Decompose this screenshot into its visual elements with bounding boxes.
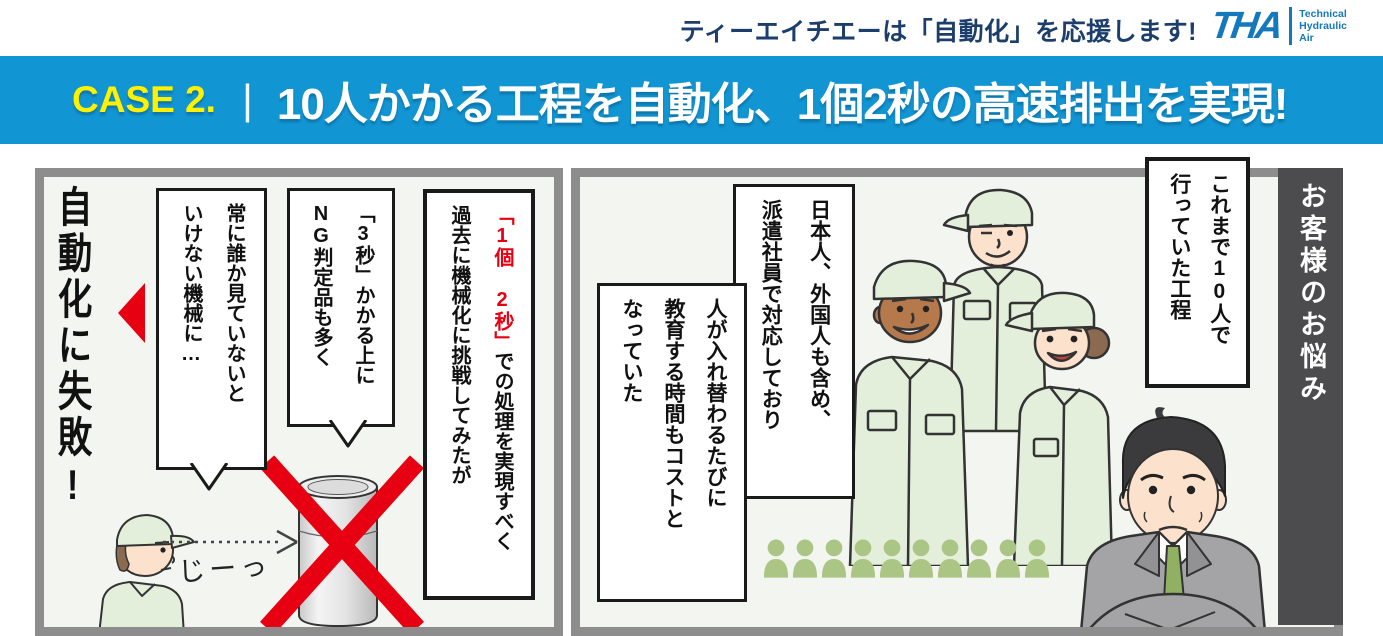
- bubble-tail: [328, 420, 368, 448]
- bubble-line: これまで10人で: [1207, 173, 1231, 345]
- people-count-icons: [763, 537, 1050, 581]
- person-icon: [879, 539, 905, 578]
- banner-separator: |: [241, 76, 253, 123]
- speech-bubble-past-attempt: 「1個 2秒」での処理を実現すべく 過去に機械化に挑戦してみたが: [423, 189, 535, 600]
- fail-pointer-icon: [118, 283, 145, 343]
- bubble-line: 教育する時間もコストと: [662, 298, 685, 529]
- logo-tagline-line: Technical: [1299, 7, 1347, 20]
- person-icon: [1024, 539, 1050, 578]
- person-icon: [995, 539, 1021, 578]
- bubble-line: NG判定品も多く: [310, 203, 332, 367]
- comic-panel-failure: じーっ 自動化に失敗!: [35, 168, 563, 636]
- person-icon: [850, 539, 876, 578]
- bubble-line: 「3秒」かかる上に: [352, 203, 374, 385]
- comic-panel-worry: 日本人、外国人も含め、 派遣社員で対応しており 人が入れ替わるたびに 教育する時…: [571, 157, 1343, 636]
- sidebar-customer-worry: お客様のお悩み: [1278, 168, 1343, 625]
- bubble-line: 派遣社員で対応しており: [759, 199, 783, 430]
- bubble-line: 「1個 2秒」での処理を実現すべく: [480, 205, 523, 584]
- person-icon: [763, 539, 789, 578]
- bubble-line: いけない機械に…: [180, 203, 202, 365]
- logo-divider: [1289, 7, 1293, 45]
- bubble-line: 日本人、外国人も含め、: [807, 199, 831, 430]
- workers-illustration: [848, 188, 1114, 566]
- worker-illustration: [98, 514, 195, 627]
- right-panel-artwork: [580, 177, 1334, 627]
- person-icon: [937, 539, 963, 578]
- fail-caption: 自動化に失敗!: [53, 185, 92, 512]
- header-slogan: ティーエイチエーは「自動化」を応援します!: [679, 18, 1197, 46]
- speech-bubble-cost: 人が入れ替わるたびに 教育する時間もコストと なっていた: [597, 283, 747, 602]
- stare-arrow-icon: [163, 529, 298, 555]
- tha-wordmark: THA: [1208, 5, 1284, 47]
- stare-sfx: じーっ: [177, 550, 273, 588]
- speech-bubble-watch: 常に誰か見ていないと いけない機械に…: [156, 188, 267, 491]
- person-icon: [966, 539, 992, 578]
- bubble-line: 人が入れ替わるたびに: [704, 298, 727, 508]
- case-banner: CASE 2. | 10人かかる工程を自動化、1個2秒の高速排出を実現!: [0, 56, 1383, 144]
- left-panel-artwork: じーっ: [44, 177, 554, 627]
- logo-tagline-line: Air: [1299, 32, 1314, 45]
- person-icon: [792, 539, 818, 578]
- bubble-line: なっていた: [620, 298, 643, 403]
- tha-logo: THA Technical Hydraulic Air: [1208, 5, 1347, 47]
- manager-illustration: [1080, 407, 1266, 627]
- red-x-icon: [259, 455, 425, 627]
- sidebar-label: お客様のお悩み: [1296, 182, 1326, 406]
- banner-title: 10人かかる工程を自動化、1個2秒の高速排出を実現!: [276, 80, 1289, 129]
- speech-bubble-3sec: 「3秒」かかる上に NG判定品も多く: [287, 188, 395, 448]
- speech-bubble-process: これまで10人で 行っていた工程: [1145, 157, 1250, 388]
- logo-tagline-line: Hydraulic: [1299, 19, 1347, 32]
- speech-bubble-staff: 日本人、外国人も含め、 派遣社員で対応しており: [733, 184, 855, 499]
- logo-tagline: Technical Hydraulic Air: [1299, 8, 1347, 44]
- bubble-tail: [189, 463, 229, 491]
- case-label: CASE 2.: [72, 79, 216, 120]
- bubble-line: 行っていた工程: [1167, 173, 1191, 320]
- bubble-line: 常に誰か見ていないと: [223, 203, 245, 403]
- bubble-line: 過去に機械化に挑戦してみたが: [448, 205, 470, 485]
- person-icon: [821, 539, 847, 578]
- highlight-red-text: 「1個 2秒」: [491, 205, 513, 351]
- bubble-line-rest: での処理を実現すべく: [491, 351, 513, 551]
- person-icon: [908, 539, 934, 578]
